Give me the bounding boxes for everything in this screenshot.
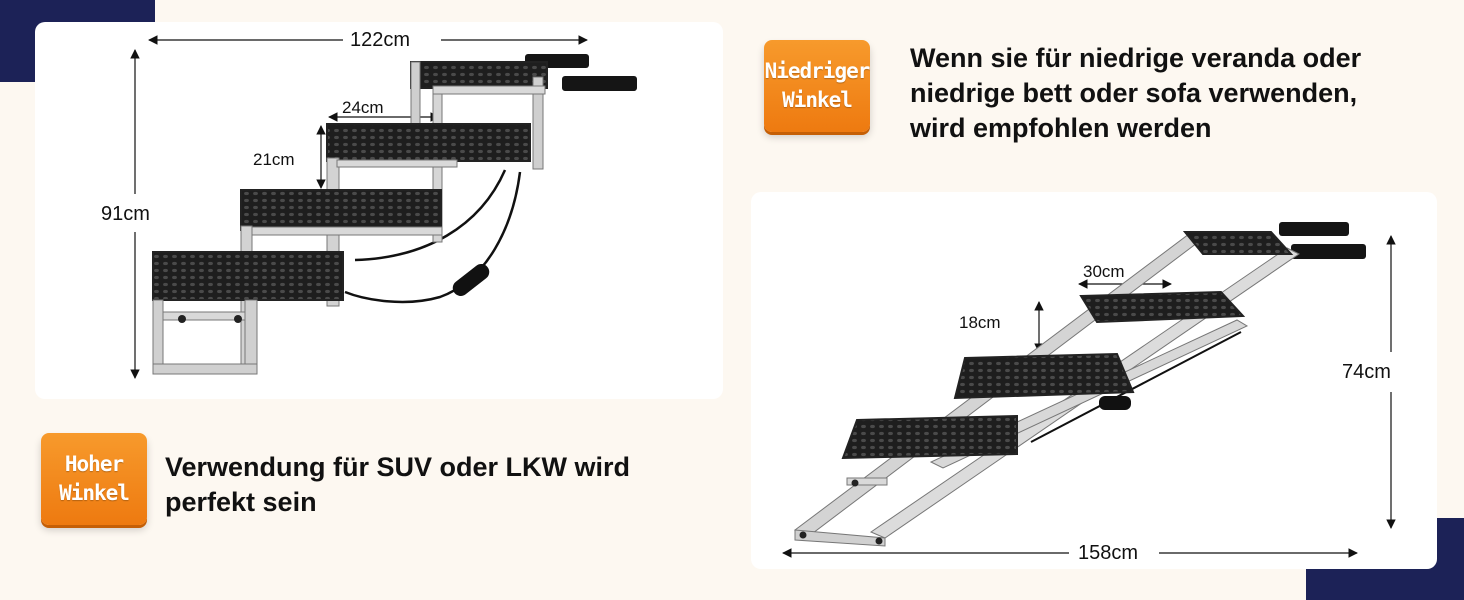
ramp-step-rise-label: 18cm bbox=[959, 313, 1001, 332]
high-angle-badge-line2: Winkel bbox=[59, 481, 130, 505]
stairs-height-label: 91cm bbox=[101, 203, 150, 225]
steps-diagram-panel: 122cm 91cm 24cm 21cm bbox=[35, 22, 723, 399]
low-angle-badge-line1: Niedriger bbox=[764, 59, 871, 83]
low-angle-description-line3: wird empfohlen werden bbox=[910, 113, 1212, 143]
low-angle-description-line1: Wenn sie für niedrige veranda oder bbox=[910, 43, 1362, 73]
ramp-diagram-panel: 30cm 18cm 74cm 158cm bbox=[751, 192, 1437, 569]
low-angle-description-line2: niedrige bett oder sofa verwenden, bbox=[910, 78, 1358, 108]
stairs-width-label: 122cm bbox=[350, 29, 411, 51]
ramp-width-label: 158cm bbox=[1078, 542, 1139, 564]
pet-stairs-illustration bbox=[130, 35, 637, 379]
stairs-step-rise-label: 21cm bbox=[253, 150, 295, 169]
high-angle-badge-line1: Hoher bbox=[64, 452, 124, 476]
ramp-step-depth-label: 30cm bbox=[1083, 262, 1125, 281]
high-angle-description-line1: Verwendung für SUV oder LKW wird bbox=[165, 452, 631, 482]
high-angle-description-line2: perfekt sein bbox=[165, 487, 317, 517]
low-angle-description: Wenn sie für niedrige veranda oder niedr… bbox=[910, 41, 1430, 146]
high-angle-description: Verwendung für SUV oder LKW wird perfekt… bbox=[165, 450, 705, 520]
low-angle-badge: Niedriger Winkel bbox=[764, 40, 870, 132]
stairs-step-depth-label: 24cm bbox=[342, 98, 384, 117]
ramp-height-label: 74cm bbox=[1342, 361, 1391, 383]
low-angle-badge-line2: Winkel bbox=[782, 88, 853, 112]
pet-ramp-illustration bbox=[782, 222, 1396, 558]
high-angle-badge: Hoher Winkel bbox=[41, 433, 147, 525]
